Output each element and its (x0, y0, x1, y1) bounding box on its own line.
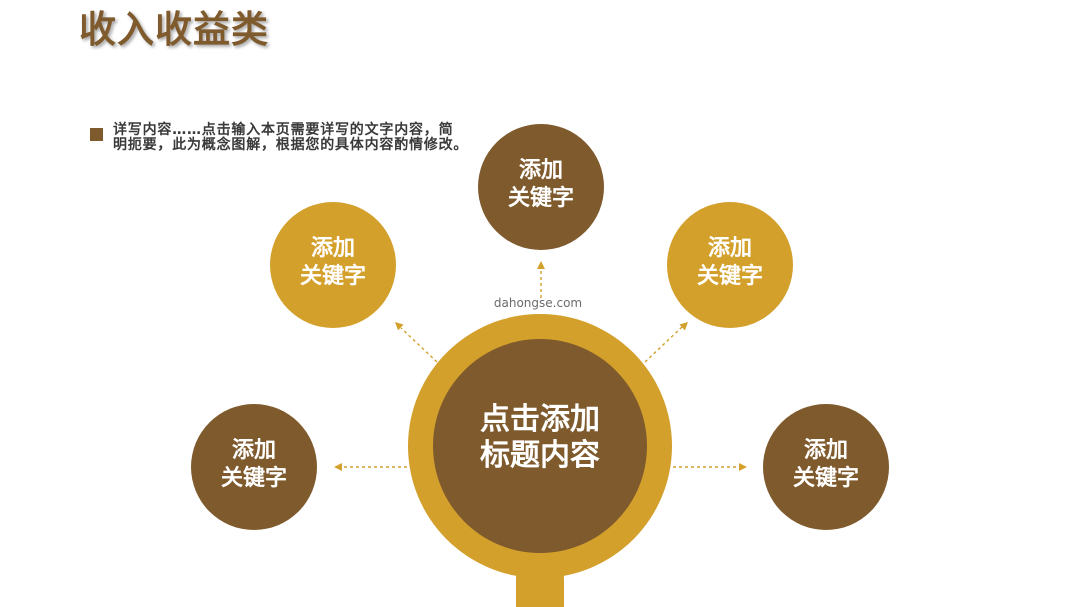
center-title-line: 点击添加 (480, 402, 600, 437)
arrow-left-head-icon (334, 463, 342, 471)
center-title-line: 标题内容 (480, 438, 600, 473)
keyword-line: 关键字 (696, 264, 763, 289)
keyword-node-label: 添加 关键字 (300, 235, 366, 291)
keyword-line: 添加 (803, 438, 848, 463)
bullet-square-icon (90, 128, 103, 141)
arrow-upper-left-line (400, 327, 438, 363)
keyword-node-label: 添加 关键字 (697, 235, 763, 291)
slide-title: 收入收益类 (79, 8, 269, 51)
keyword-node-top[interactable]: 添加 关键字 (478, 124, 604, 250)
keyword-node-upper-left[interactable]: 添加 关键字 (270, 202, 396, 328)
arrow-up-head-icon (537, 261, 545, 269)
arrow-left (334, 463, 407, 471)
keyword-line: 添加 (518, 158, 563, 183)
center-title-circle[interactable]: 点击添加 标题内容 (433, 339, 647, 553)
bullet-text-line: 详写内容……点击输入本页需要详写的文字内容，简 (113, 122, 454, 138)
arrow-upper-left-head-icon (395, 322, 404, 331)
keyword-line: 关键字 (507, 186, 574, 211)
bullet-text: 详写内容……点击输入本页需要详写的文字内容，简 明扼要，此为概念图解，根据您的具… (113, 123, 468, 153)
arrow-upper-right (644, 322, 688, 363)
keyword-node-lower-right[interactable]: 添加 关键字 (763, 404, 889, 530)
keyword-line: 关键字 (792, 466, 859, 491)
arrow-right-head-icon (739, 463, 747, 471)
keyword-node-label: 添加 关键字 (508, 157, 574, 213)
arrow-upper-right-head-icon (679, 322, 688, 331)
keyword-line: 添加 (707, 236, 752, 261)
center-title-text: 点击添加 标题内容 (480, 402, 600, 474)
keyword-node-label: 添加 关键字 (793, 437, 859, 493)
keyword-line: 关键字 (299, 264, 366, 289)
keyword-node-upper-right[interactable]: 添加 关键字 (667, 202, 793, 328)
bullet-text-line: 明扼要，此为概念图解，根据您的具体内容酌情修改。 (113, 137, 469, 153)
arrow-up (537, 261, 545, 298)
watermark-text: dahongse.com (493, 296, 583, 310)
bullet-text-block[interactable]: 详写内容……点击输入本页需要详写的文字内容，简 明扼要，此为概念图解，根据您的具… (90, 123, 480, 155)
keyword-line: 添加 (310, 236, 355, 261)
arrow-right (673, 463, 747, 471)
keyword-line: 添加 (231, 438, 276, 463)
keyword-node-lower-left[interactable]: 添加 关键字 (191, 404, 317, 530)
keyword-node-label: 添加 关键字 (221, 437, 287, 493)
arrow-upper-right-line (644, 326, 683, 363)
keyword-line: 关键字 (220, 466, 287, 491)
arrow-upper-left (395, 322, 438, 363)
